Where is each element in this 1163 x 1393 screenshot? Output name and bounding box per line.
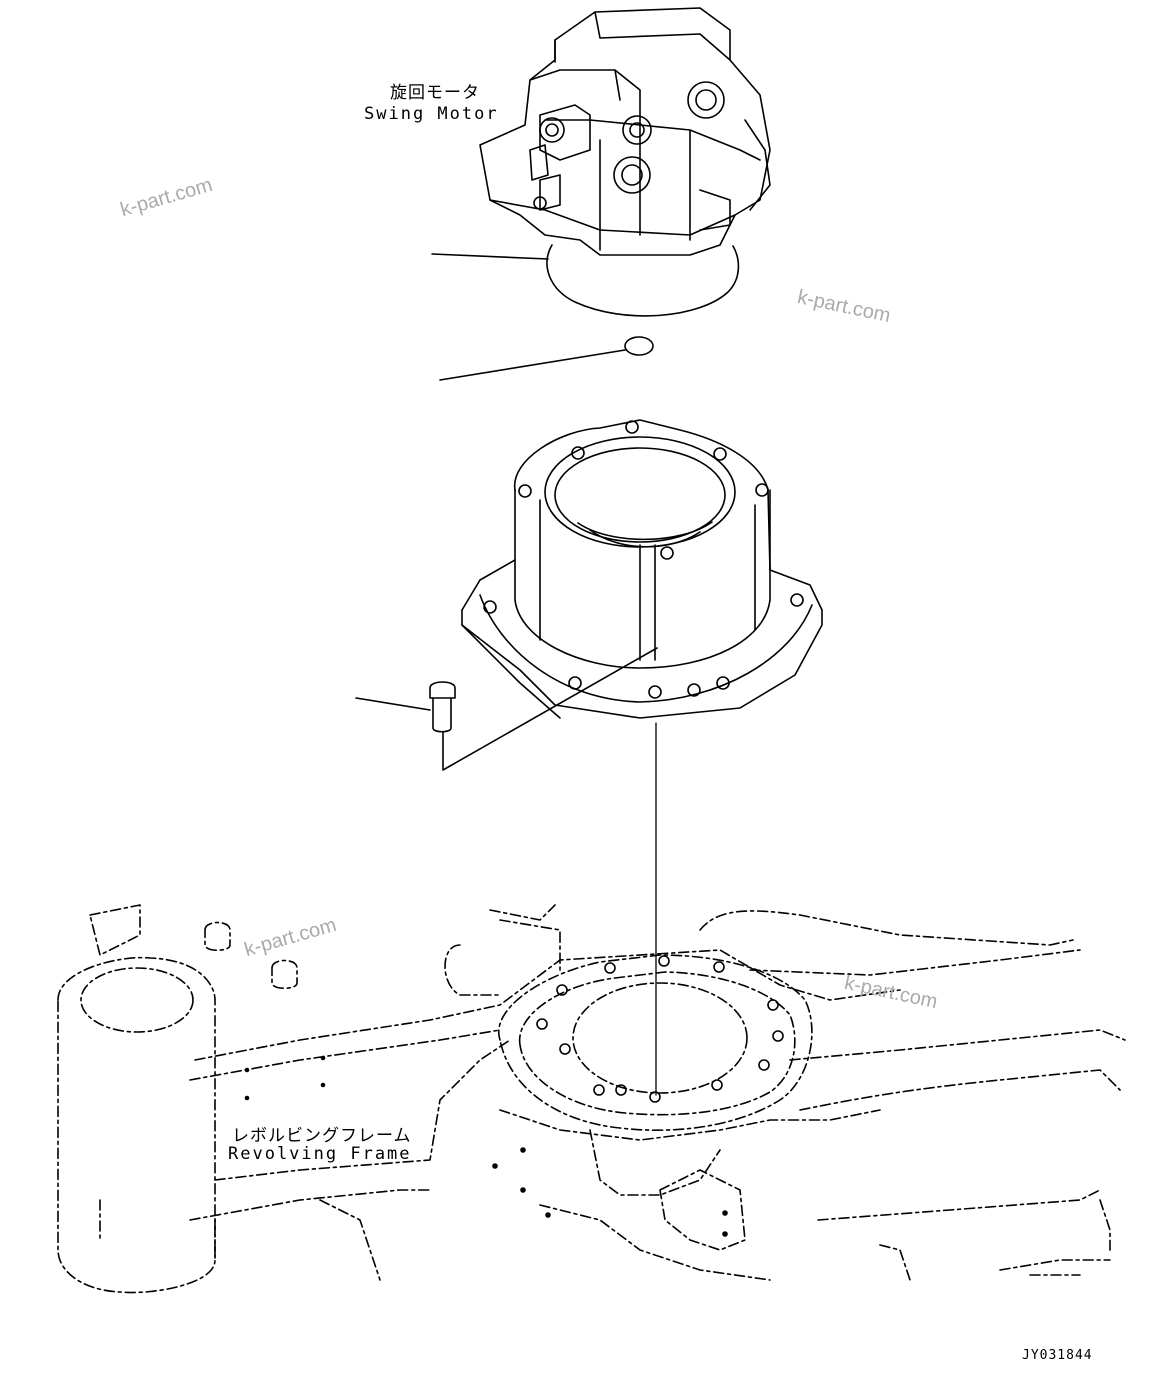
leader-line-pin: [355, 697, 431, 711]
revolving-frame: [57, 904, 1126, 1294]
small-o-ring: [624, 336, 654, 356]
leader-line-small-o-ring: [439, 349, 626, 381]
flange-bolt-holes: [536, 955, 784, 1103]
reduction-case: [461, 419, 823, 719]
revolving-frame-label-en: Revolving Frame: [228, 1144, 412, 1164]
swing-motor-label-en: Swing Motor: [364, 104, 499, 124]
pin-location-line: [442, 647, 658, 771]
drawing-code: JY031844: [1022, 1348, 1093, 1363]
large-o-ring: [546, 244, 740, 317]
frame-detail-dots: [244, 1055, 728, 1237]
revolving-frame-label-jp: レボルビングフレーム: [232, 1126, 412, 1146]
dowel-pin: [429, 681, 456, 733]
swing-motor-label-jp: 旋回モータ: [390, 83, 480, 103]
swing-motor: [479, 7, 771, 256]
frame-mounting-flange: [497, 954, 813, 1131]
leader-line-large-o-ring: [431, 253, 549, 260]
